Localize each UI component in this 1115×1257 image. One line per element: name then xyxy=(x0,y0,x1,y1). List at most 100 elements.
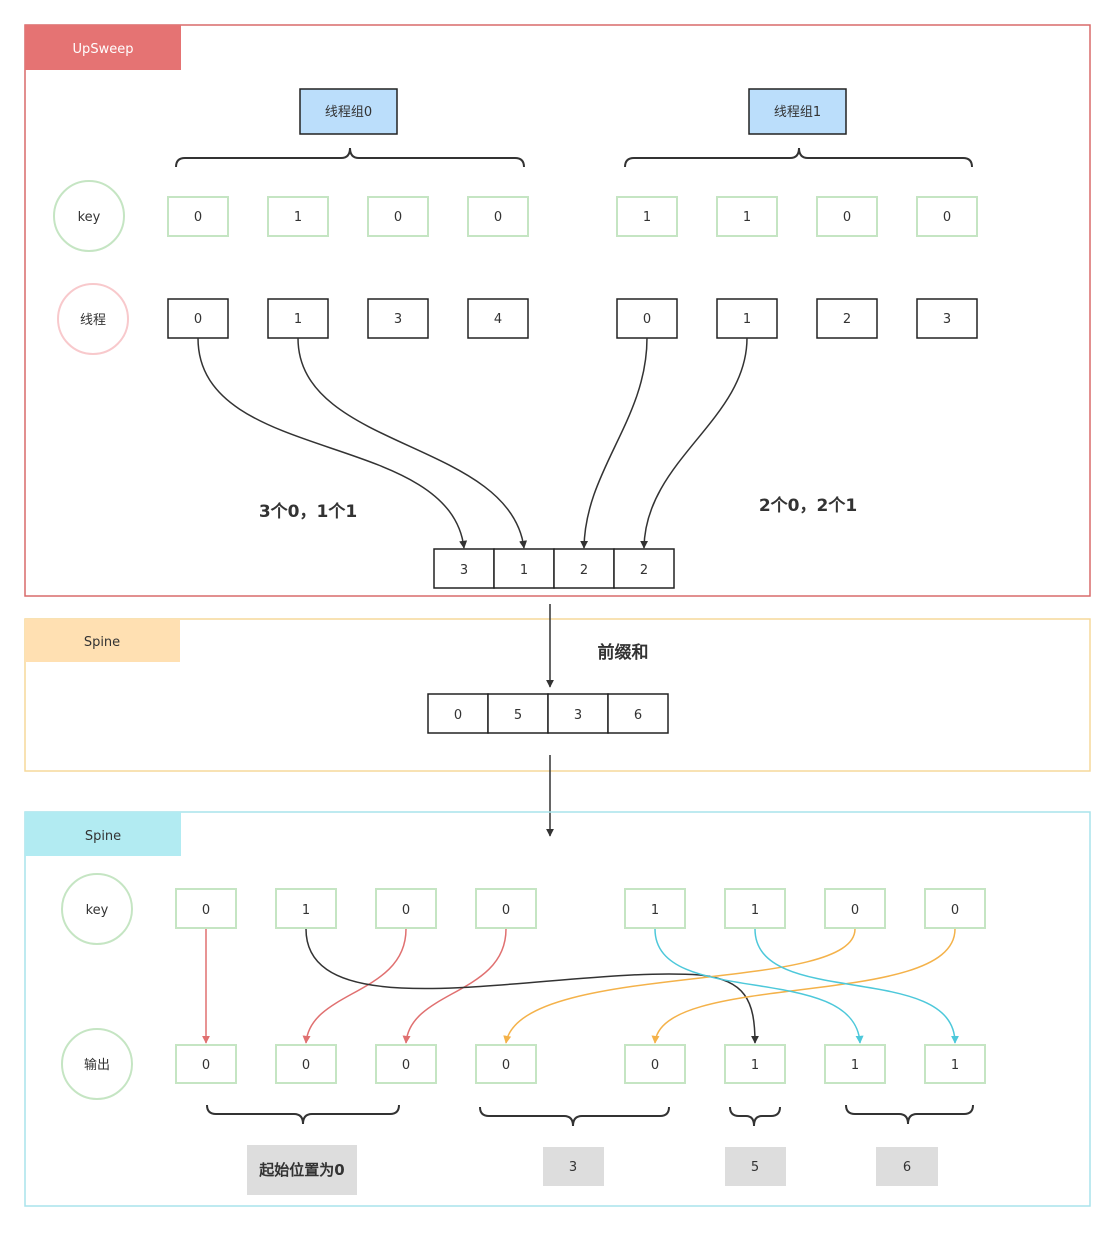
prefix-cell xyxy=(547,693,609,734)
output-box xyxy=(175,1044,237,1084)
group-0-brace xyxy=(175,147,525,168)
downsweep-key-box xyxy=(624,888,686,929)
g1-key-value: 1 xyxy=(643,210,651,225)
g0-key-box xyxy=(367,196,429,237)
g0-thread-value: 4 xyxy=(494,312,502,327)
spine-panel xyxy=(24,618,1091,772)
g1-key-value: 0 xyxy=(843,210,851,225)
downsweep-key-value: 0 xyxy=(402,903,410,918)
downsweep-title: Spine xyxy=(85,829,121,844)
g0-key-value: 0 xyxy=(194,210,202,225)
output-box xyxy=(624,1044,686,1084)
downsweep-key-circle xyxy=(61,873,133,945)
g1-thread-box xyxy=(616,298,678,339)
g0-key-box xyxy=(267,196,329,237)
upsweep-panel xyxy=(24,24,1091,597)
spine-title: Spine xyxy=(84,635,120,650)
prefix-cell xyxy=(427,693,489,734)
downsweep-key-value: 0 xyxy=(202,903,210,918)
output-brace xyxy=(729,1106,781,1127)
key-row-label: key xyxy=(78,210,101,225)
downsweep-key-value: 0 xyxy=(502,903,510,918)
offset-box xyxy=(725,1147,786,1186)
g0-key-value: 0 xyxy=(494,210,502,225)
upsweep-header xyxy=(25,25,181,70)
g1-key-box xyxy=(616,196,678,237)
g1-thread-box xyxy=(716,298,778,339)
output-brace xyxy=(206,1104,400,1125)
offset-label: 3 xyxy=(569,1160,577,1175)
scatter-arrow-dark xyxy=(305,928,759,1044)
output-value: 1 xyxy=(951,1058,959,1073)
downsweep-key-value: 0 xyxy=(851,903,859,918)
downsweep-key-value: 1 xyxy=(302,903,310,918)
thread-row-label: 线程 xyxy=(80,313,106,328)
g1-thread-box xyxy=(916,298,978,339)
g1-thread-value: 2 xyxy=(843,312,851,327)
output-value: 1 xyxy=(751,1058,759,1073)
output-value: 0 xyxy=(302,1058,310,1073)
output-value: 0 xyxy=(202,1058,210,1073)
thread-group-1-label: 线程组1 xyxy=(774,105,821,120)
output-circle xyxy=(61,1028,133,1100)
downsweep-key-label: key xyxy=(86,903,109,918)
output-value: 0 xyxy=(502,1058,510,1073)
offset-box xyxy=(543,1147,604,1186)
g0-key-value: 0 xyxy=(394,210,402,225)
output-box xyxy=(924,1044,986,1084)
output-brace xyxy=(479,1106,670,1127)
prefix-sum-label: 前缀和 xyxy=(598,642,649,663)
scatter-arrow-red xyxy=(302,928,407,1044)
downsweep-key-box xyxy=(375,888,437,929)
downsweep-panel xyxy=(24,811,1091,1207)
offset-label: 5 xyxy=(751,1160,759,1175)
output-brace xyxy=(845,1104,974,1125)
prefix-value: 0 xyxy=(454,708,462,723)
count-cell xyxy=(433,548,495,589)
g1-key-value: 1 xyxy=(743,210,751,225)
downsweep-key-box xyxy=(275,888,337,929)
g0-key-value: 1 xyxy=(294,210,302,225)
upsweep-title: UpSweep xyxy=(73,42,134,57)
downsweep-header xyxy=(25,812,181,856)
output-box xyxy=(275,1044,337,1084)
offset-box xyxy=(876,1147,938,1186)
output-label: 输出 xyxy=(84,1057,110,1073)
scatter-arrow-orange xyxy=(651,928,956,1044)
scatter-arrow-cyan xyxy=(754,928,959,1044)
downsweep-key-value: 1 xyxy=(751,903,759,918)
spine-header xyxy=(25,619,180,662)
count-value: 1 xyxy=(520,563,528,578)
start-position-box xyxy=(247,1145,357,1195)
g1-thread-value: 3 xyxy=(943,312,951,327)
g1-thread-value: 1 xyxy=(743,312,751,327)
g0-key-box xyxy=(167,196,229,237)
prefix-value: 6 xyxy=(634,708,642,723)
group-0-count-note: 3个0，1个1 xyxy=(259,501,357,522)
scatter-arrow-cyan xyxy=(654,928,864,1044)
g0-thread-value: 1 xyxy=(294,312,302,327)
g1-thread-box xyxy=(816,298,878,339)
count-cell xyxy=(613,548,675,589)
thread-row-circle xyxy=(57,283,129,355)
output-value: 0 xyxy=(651,1058,659,1073)
g1-thread-value: 0 xyxy=(643,312,651,327)
count-value: 2 xyxy=(580,563,588,578)
count-value: 3 xyxy=(460,563,468,578)
prefix-value: 5 xyxy=(514,708,522,723)
g0-thread-box xyxy=(167,298,229,339)
offset-label: 6 xyxy=(903,1160,911,1175)
thread-to-count-arrow xyxy=(640,337,748,549)
scatter-arrow-red xyxy=(402,928,507,1044)
g0-thread-box xyxy=(467,298,529,339)
g1-key-box xyxy=(716,196,778,237)
output-box xyxy=(724,1044,786,1084)
g0-thread-box xyxy=(267,298,329,339)
thread-group-1-box xyxy=(748,88,847,135)
g0-key-box xyxy=(467,196,529,237)
scatter-arrow-orange xyxy=(503,928,856,1044)
g0-thread-box xyxy=(367,298,429,339)
downsweep-key-box xyxy=(924,888,986,929)
output-box xyxy=(475,1044,537,1084)
